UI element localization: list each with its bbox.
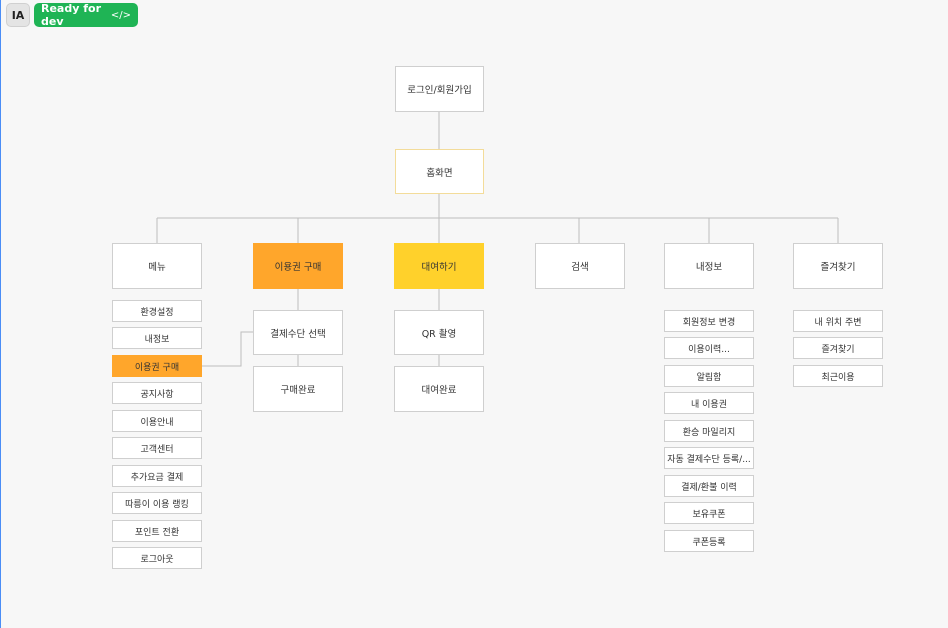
- menu-item-label: 로그아웃: [140, 554, 174, 565]
- menu-item-label: 공지사항: [140, 389, 174, 400]
- myinfo-item-label: 보유쿠폰: [692, 509, 726, 520]
- menu-item-extra-payment[interactable]: 추가요금 결제: [112, 465, 202, 487]
- node-menu[interactable]: 메뉴: [112, 243, 202, 289]
- myinfo-item-label: 알림함: [696, 372, 722, 383]
- node-rental[interactable]: 대여하기: [394, 243, 484, 289]
- menu-item-notice[interactable]: 공지사항: [112, 382, 202, 404]
- menu-item-label: 내정보: [144, 334, 170, 345]
- favorites-item-favorites[interactable]: 즐겨찾기: [793, 337, 883, 359]
- menu-item-settings[interactable]: 환경설정: [112, 300, 202, 322]
- menu-item-ranking[interactable]: 따릉이 이용 랭킹: [112, 492, 202, 514]
- node-myinfo[interactable]: 내정보: [664, 243, 754, 289]
- menu-item-label: 고객센터: [140, 444, 174, 455]
- favorites-item-nearby[interactable]: 내 위치 주변: [793, 310, 883, 332]
- myinfo-item-label: 자동 결제수단 등록/...: [667, 454, 751, 465]
- myinfo-item-label: 회원정보 변경: [682, 317, 736, 328]
- ready-for-dev-label: Ready for dev: [41, 2, 101, 28]
- link-menu-ticket-payment: [202, 331, 254, 367]
- favorites-item-label: 최근이용: [821, 372, 855, 383]
- node-login[interactable]: 로그인/회원가입: [395, 66, 484, 112]
- menu-item-guide[interactable]: 이용안내: [112, 410, 202, 432]
- canvas-left-edge: [0, 0, 1, 628]
- ia-badge[interactable]: IA: [6, 3, 30, 27]
- myinfo-item-coupons[interactable]: 보유쿠폰: [664, 502, 754, 524]
- myinfo-item-label: 이용이력...: [688, 344, 730, 355]
- menu-item-label: 포인트 전환: [134, 527, 180, 538]
- menu-item-label: 따릉이 이용 랭킹: [125, 499, 189, 510]
- myinfo-item-label: 내 이용권: [691, 399, 727, 410]
- myinfo-item-autopay[interactable]: 자동 결제수단 등록/...: [664, 447, 754, 469]
- menu-item-label: 이용안내: [140, 417, 174, 428]
- myinfo-item-transfer-mileage[interactable]: 환승 마일리지: [664, 420, 754, 442]
- menu-item-myinfo[interactable]: 내정보: [112, 327, 202, 349]
- node-payment-method[interactable]: 결제수단 선택: [253, 310, 343, 355]
- menu-item-label: 환경설정: [140, 307, 174, 318]
- node-home[interactable]: 홈화면: [395, 149, 484, 194]
- myinfo-item-payment-history[interactable]: 결제/환불 이력: [664, 475, 754, 497]
- myinfo-item-notifications[interactable]: 알림함: [664, 365, 754, 387]
- myinfo-item-my-tickets[interactable]: 내 이용권: [664, 392, 754, 414]
- menu-item-point-convert[interactable]: 포인트 전환: [112, 520, 202, 542]
- favorites-item-label: 즐겨찾기: [821, 344, 855, 355]
- menu-item-ticket-purchase[interactable]: 이용권 구매: [112, 355, 202, 377]
- favorites-item-recent[interactable]: 최근이용: [793, 365, 883, 387]
- myinfo-item-coupon-register[interactable]: 쿠폰등록: [664, 530, 754, 552]
- node-ticket-purchase[interactable]: 이용권 구매: [253, 243, 343, 289]
- myinfo-item-label: 결제/환불 이력: [681, 482, 737, 493]
- node-purchase-complete[interactable]: 구매완료: [253, 366, 343, 412]
- menu-item-logout[interactable]: 로그아웃: [112, 547, 202, 569]
- node-rental-complete[interactable]: 대여완료: [394, 366, 484, 412]
- menu-item-support[interactable]: 고객센터: [112, 437, 202, 459]
- myinfo-item-history[interactable]: 이용이력...: [664, 337, 754, 359]
- favorites-item-label: 내 위치 주변: [814, 317, 862, 328]
- node-favorites[interactable]: 즐겨찾기: [793, 243, 883, 289]
- ready-for-dev-badge[interactable]: Ready for dev </>: [34, 2, 138, 28]
- myinfo-item-label: 환승 마일리지: [682, 427, 736, 438]
- myinfo-item-edit-profile[interactable]: 회원정보 변경: [664, 310, 754, 332]
- node-qr-scan[interactable]: QR 촬영: [394, 310, 484, 355]
- code-icon: </>: [110, 9, 131, 21]
- myinfo-item-label: 쿠폰등록: [692, 537, 726, 548]
- menu-item-label: 이용권 구매: [134, 362, 180, 373]
- menu-item-label: 추가요금 결제: [130, 472, 184, 483]
- node-search[interactable]: 검색: [535, 243, 625, 289]
